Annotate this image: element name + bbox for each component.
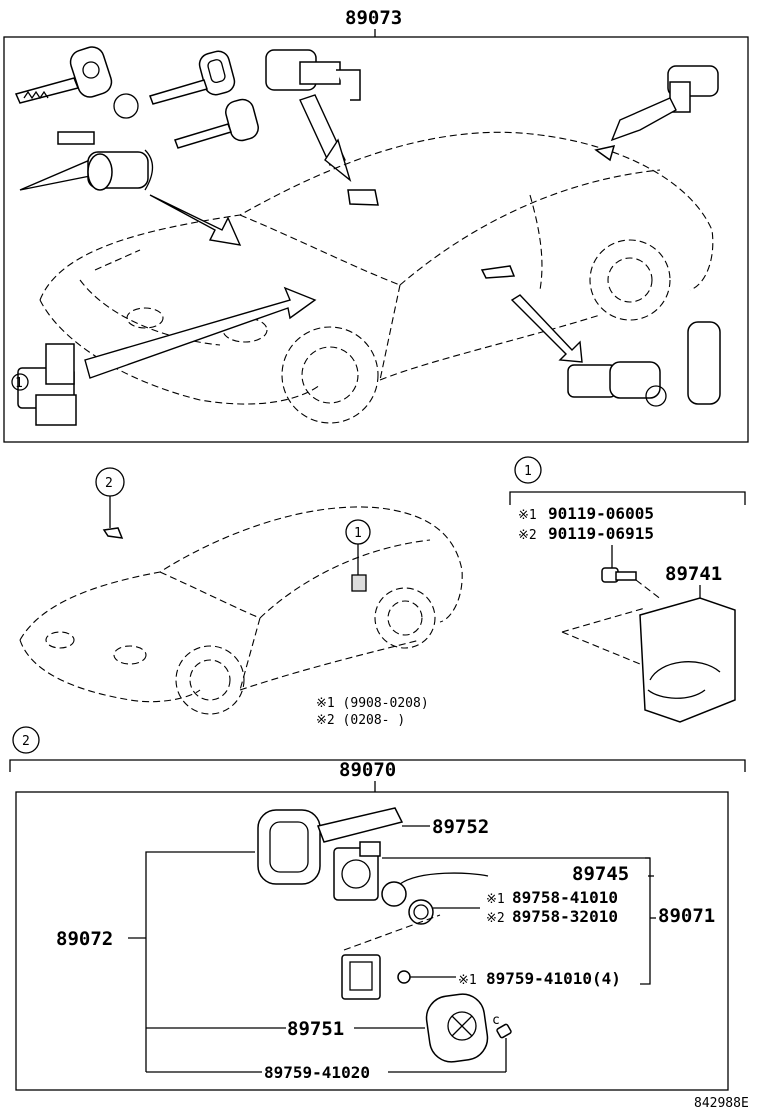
arrow-ignition: [149, 194, 242, 246]
screw-part-number: 89759-41010(4): [486, 969, 621, 988]
screw-mark: ※1: [458, 973, 477, 988]
key-assy-part-number: 89072: [56, 928, 113, 950]
case-part-number: 89751: [287, 1018, 344, 1040]
key-3: [174, 98, 259, 149]
key-1: [14, 46, 113, 104]
top-group-frame: [3, 36, 749, 443]
ecu-part-number: 89741: [665, 563, 722, 585]
key-case: c: [425, 993, 500, 1063]
group-part-number: 89070: [339, 759, 396, 781]
callout-2-label: 2: [105, 476, 113, 491]
figure-id: 842988E: [694, 1096, 749, 1111]
panel-1-marker: 1: [524, 464, 532, 479]
middle-car: 2 1 ※1 (9908-0208) ※2 (0208- ): [19, 467, 463, 728]
callout-1-label: 1: [354, 526, 362, 541]
battery2-part-number: 89758-32010: [512, 907, 618, 926]
arrow-door: [510, 294, 583, 363]
battery1-mark: ※1: [486, 892, 505, 907]
car-top: [39, 131, 714, 424]
panel-1-note2-part: 90119-06915: [548, 524, 654, 543]
lock-cylinder-top: [265, 49, 361, 182]
blade-part-number: 89752: [432, 816, 489, 838]
top-group-part-number: 89073: [345, 7, 402, 29]
top-group: 89073: [3, 7, 749, 443]
lock-cylinder-rear: [610, 65, 719, 142]
bolt: [601, 567, 637, 583]
key-tag: [57, 131, 95, 145]
battery: [381, 881, 407, 907]
transmitter-assy-part-number: 89071: [658, 905, 715, 927]
ecu-module: [639, 597, 736, 723]
screw-case: [496, 1023, 512, 1072]
hood-latch: 1: [11, 343, 77, 426]
battery1-part-number: 89758-41010: [512, 888, 618, 907]
o-ring: [113, 93, 139, 119]
panel-2-frame: [15, 791, 729, 1091]
key-2: [149, 50, 236, 105]
arrow-front: [84, 286, 317, 379]
panel-2-marker: 2: [22, 734, 30, 749]
date-note-2: ※2 (0208- ): [316, 713, 405, 728]
circuit-board: [341, 954, 381, 1000]
panel-2: 2 89070 89752 89745 ※1 89758-41010 ※2: [9, 726, 746, 1091]
svg-text:1: 1: [15, 376, 23, 391]
svg-text:c: c: [492, 1013, 500, 1028]
battery-ring: [408, 899, 434, 925]
latch-hood: [347, 189, 379, 206]
door-handle: [480, 265, 516, 279]
ignition-cylinder: [19, 149, 154, 191]
date-note-1: ※1 (9908-0208): [316, 696, 429, 711]
screw-small: [397, 970, 456, 984]
latch-rear: [594, 144, 616, 162]
screw2-part-number: 89759-41020: [264, 1063, 370, 1082]
battery2-mark: ※2: [486, 911, 505, 926]
key-blade: [257, 807, 430, 885]
housing-part-number: 89745: [572, 863, 629, 885]
panel-1-note2-mark: ※2: [518, 528, 537, 543]
panel-1-note1-part: 90119-06005: [548, 504, 654, 523]
transmitter-housing: [333, 841, 381, 901]
door-lock-cylinder: [567, 321, 721, 407]
ecu-location: [351, 574, 367, 592]
panel-1: 1 ※1 90119-06005 ※2 90119-06915 89741: [509, 456, 746, 723]
panel-1-note1-mark: ※1: [518, 508, 537, 523]
